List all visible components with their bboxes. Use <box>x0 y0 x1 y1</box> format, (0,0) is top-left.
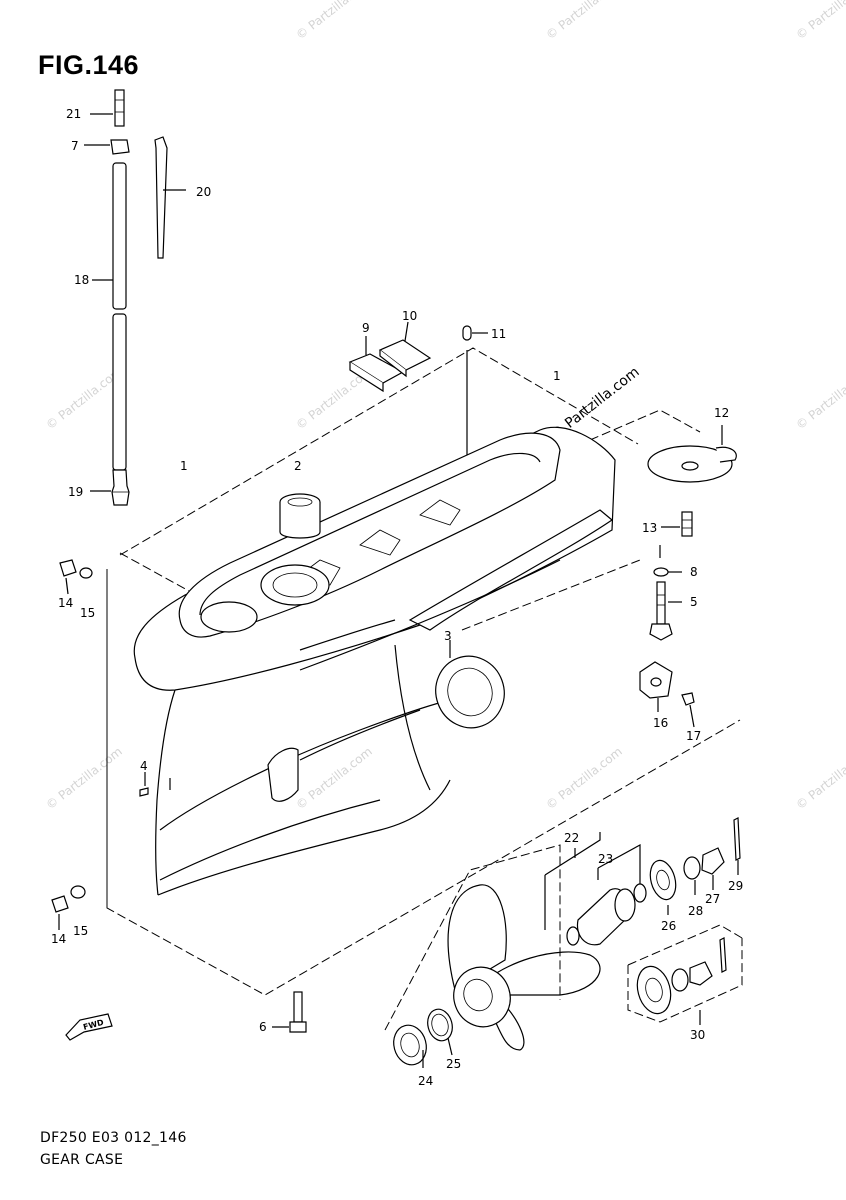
callout-17: 17 <box>686 729 701 743</box>
callout-6: 6 <box>259 1020 267 1034</box>
part-7-bushing <box>84 139 130 155</box>
part-20-tool <box>154 136 186 259</box>
callout-21: 21 <box>66 107 81 121</box>
part-16-tab <box>639 661 673 712</box>
callout-5: 5 <box>690 595 698 609</box>
watermark-text: © Partzilla.com <box>793 744 846 812</box>
callout-10: 10 <box>402 309 417 323</box>
figure-caption: GEAR CASE <box>40 1152 124 1168</box>
part-22-23-bushing <box>544 832 647 946</box>
callout-15: 15 <box>80 606 95 620</box>
callout-9: 9 <box>362 321 370 335</box>
callout-2: 2 <box>294 459 302 473</box>
watermark-text: © Partzilla.com <box>293 0 375 42</box>
part-4-pin <box>139 772 149 797</box>
part-3-bearing <box>435 640 505 729</box>
callout-1: 1 <box>180 459 188 473</box>
callout-13: 13 <box>642 521 657 535</box>
callout-1: 1 <box>553 369 561 383</box>
callout-11: 11 <box>491 327 506 341</box>
callout-12: 12 <box>714 406 729 420</box>
callout-19: 19 <box>68 485 83 499</box>
propeller <box>384 844 601 1051</box>
callout-14: 14 <box>51 932 66 946</box>
part-9-10-plates <box>348 321 432 393</box>
callout-22: 22 <box>564 831 579 845</box>
part-30-kit <box>627 924 743 1025</box>
gear-case-body <box>133 426 616 896</box>
callout-3: 3 <box>444 629 452 643</box>
part-14-15-lower <box>51 885 86 930</box>
part-6-bolt <box>272 991 307 1033</box>
figure-title: FIG.146 <box>38 50 140 80</box>
callout-25: 25 <box>446 1057 461 1071</box>
callout-27: 27 <box>705 892 720 906</box>
part-13-bolt <box>661 511 693 537</box>
callout-30: 30 <box>690 1028 705 1042</box>
watermark-text: © Partzilla.com <box>543 744 625 812</box>
watermark-text: © Partzilla.com <box>43 744 125 812</box>
part-18-shaft <box>92 162 127 471</box>
callout-28: 28 <box>688 904 703 918</box>
fwd-arrow-icon: FWD <box>65 1013 113 1041</box>
watermark-text: © Partzilla.com <box>543 0 625 42</box>
callout-18: 18 <box>74 273 89 287</box>
callout-16: 16 <box>653 716 668 730</box>
watermark-text: © Partzilla.com <box>793 364 846 432</box>
callout-4: 4 <box>140 759 148 773</box>
part-8-5-bolt <box>649 545 682 641</box>
callout-23: 23 <box>598 852 613 866</box>
part-24-25 <box>393 1008 453 1068</box>
callout-29: 29 <box>728 879 743 893</box>
part-26-29 <box>649 817 741 915</box>
assembly-outline <box>106 347 741 996</box>
callout-15: 15 <box>73 924 88 938</box>
part-19-fitting <box>90 469 130 506</box>
callout-8: 8 <box>690 565 698 579</box>
watermark-text: © Partzilla.com <box>793 0 846 42</box>
callout-7: 7 <box>71 139 79 153</box>
part-12-anode <box>647 425 737 483</box>
figure-code: DF250 E03 012_146 <box>40 1130 187 1146</box>
part-14-15-upper <box>59 559 93 595</box>
part-17-screw <box>681 692 695 728</box>
callout-20: 20 <box>196 185 211 199</box>
callout-24: 24 <box>418 1074 433 1088</box>
callout-26: 26 <box>661 919 676 933</box>
watermark-text: © Partzilla.com <box>293 744 375 812</box>
part-21-pin <box>90 89 125 127</box>
callout-14: 14 <box>58 596 73 610</box>
